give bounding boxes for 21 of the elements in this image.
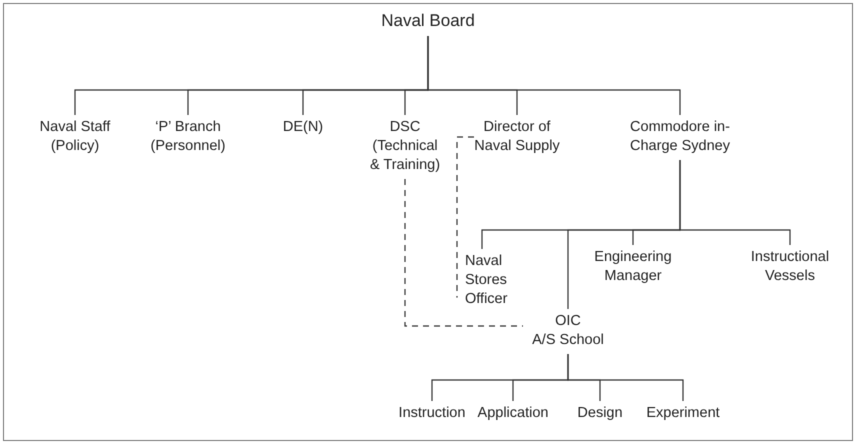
node-label: Naval Stores Officer (465, 252, 508, 309)
dashed-connector (456, 136, 474, 298)
node-label: ‘P’ Branch (Personnel) (150, 118, 226, 156)
node-label: Experiment (645, 404, 721, 423)
connector-line (427, 36, 681, 115)
node-label: DE(N) (282, 118, 324, 137)
node-label: Commodore in-Charge Sydney (629, 118, 731, 156)
node-label: Application (476, 404, 550, 423)
node-label: OIC (554, 312, 582, 331)
connector-line (679, 160, 791, 245)
node-label: Naval Board (380, 10, 476, 32)
node-label: Engineering Manager (593, 248, 673, 286)
dashed-connector (404, 179, 523, 327)
node-label: Instruction (398, 404, 466, 423)
connector-line (567, 354, 684, 401)
node-label: DSC (Technical & Training) (368, 118, 442, 175)
node-label: Instructional Vessels (750, 248, 830, 286)
node-label: Naval Staff (Policy) (38, 118, 112, 156)
node-label: Director of Naval Supply (474, 118, 560, 156)
node-label: A/S School (531, 331, 605, 350)
node-label: Design (576, 404, 624, 423)
